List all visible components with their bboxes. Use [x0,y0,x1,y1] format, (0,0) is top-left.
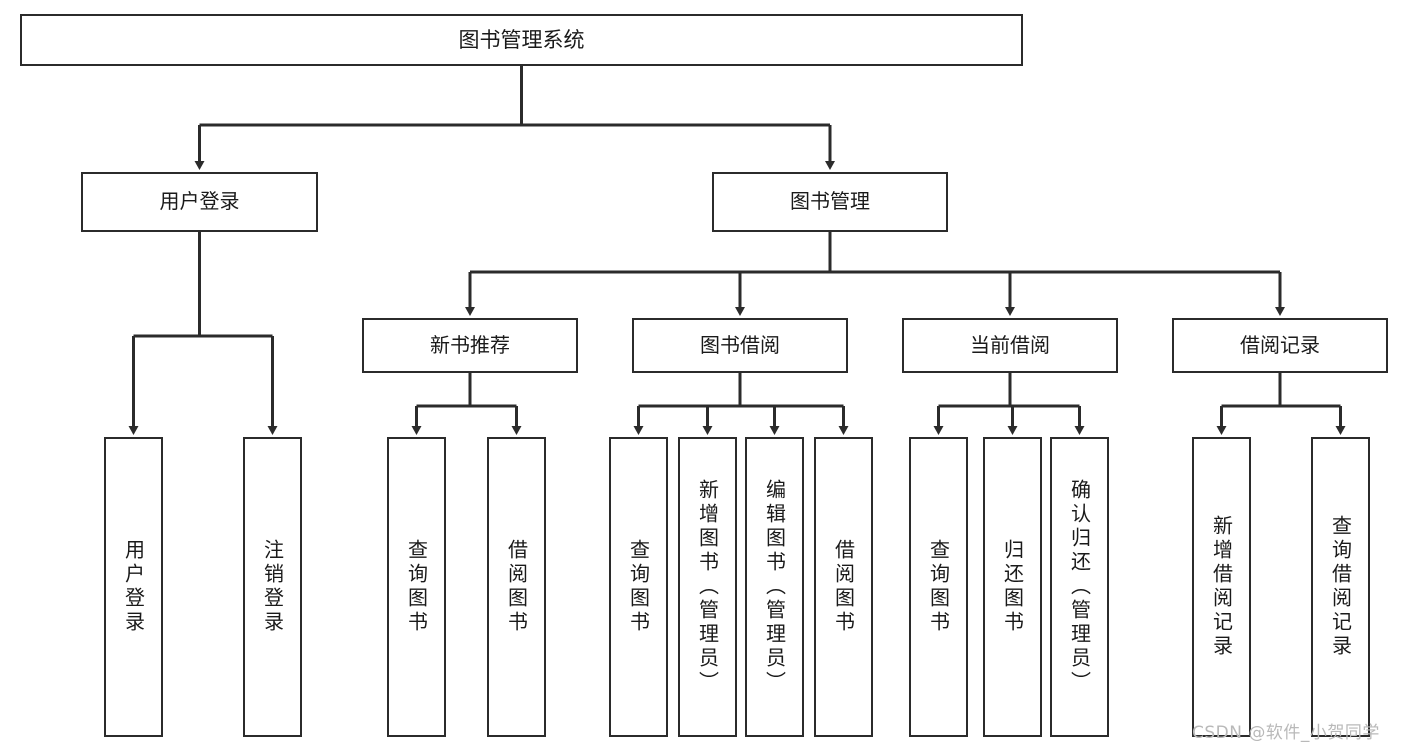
node-book-manage-label: 图书管理 [790,189,870,214]
node-root-label: 图书管理系统 [458,27,585,52]
node-leaf-query-book-current-label: 查询图书 [926,539,951,635]
node-book-borrow[interactable]: 图书借阅 [632,318,848,373]
node-leaf-user-logout[interactable]: 注销登录 [243,437,302,737]
node-leaf-edit-book-admin[interactable]: 编辑图书（管理员） [745,437,804,737]
node-book-borrow-label: 图书借阅 [700,332,780,357]
node-leaf-return-book[interactable]: 归还图书 [983,437,1042,737]
node-book-manage[interactable]: 图书管理 [712,172,948,232]
node-user-login[interactable]: 用户登录 [81,172,318,232]
node-leaf-query-borrow-record-label: 查询借阅记录 [1328,515,1353,659]
node-leaf-add-book-admin[interactable]: 新增图书（管理员） [678,437,737,737]
node-leaf-borrow-book-borrow[interactable]: 借阅图书 [814,437,873,737]
node-borrow-record[interactable]: 借阅记录 [1172,318,1388,373]
node-leaf-add-borrow-record-label: 新增借阅记录 [1209,515,1234,659]
csdn-watermark: CSDN @软件_小贺同学 [1192,723,1380,743]
node-leaf-borrow-book-borrow-label: 借阅图书 [831,539,856,635]
node-leaf-add-borrow-record[interactable]: 新增借阅记录 [1192,437,1251,737]
node-root[interactable]: 图书管理系统 [20,14,1023,66]
node-new-book-recommend-label: 新书推荐 [430,332,510,357]
node-leaf-query-book-new-label: 查询图书 [404,539,429,635]
node-leaf-user-login[interactable]: 用户登录 [104,437,163,737]
node-leaf-return-book-label: 归还图书 [1000,539,1025,635]
node-leaf-edit-book-admin-label: 编辑图书（管理员） [762,479,787,695]
node-leaf-query-book-borrow-label: 查询图书 [626,539,651,635]
node-leaf-confirm-return-admin-label: 确认归还（管理员） [1067,479,1092,695]
node-current-borrow[interactable]: 当前借阅 [902,318,1118,373]
node-leaf-user-login-label: 用户登录 [121,539,146,635]
node-leaf-user-logout-label: 注销登录 [260,539,285,635]
node-leaf-borrow-book-new[interactable]: 借阅图书 [487,437,546,737]
node-borrow-record-label: 借阅记录 [1240,332,1320,357]
node-current-borrow-label: 当前借阅 [970,332,1050,357]
node-leaf-query-borrow-record[interactable]: 查询借阅记录 [1311,437,1370,737]
node-leaf-query-book-current[interactable]: 查询图书 [909,437,968,737]
node-new-book-recommend[interactable]: 新书推荐 [362,318,578,373]
node-leaf-confirm-return-admin[interactable]: 确认归还（管理员） [1050,437,1109,737]
node-leaf-query-book-new[interactable]: 查询图书 [387,437,446,737]
node-leaf-borrow-book-new-label: 借阅图书 [504,539,529,635]
node-user-login-label: 用户登录 [159,189,240,214]
node-leaf-query-book-borrow[interactable]: 查询图书 [609,437,668,737]
node-leaf-add-book-admin-label: 新增图书（管理员） [695,479,720,695]
